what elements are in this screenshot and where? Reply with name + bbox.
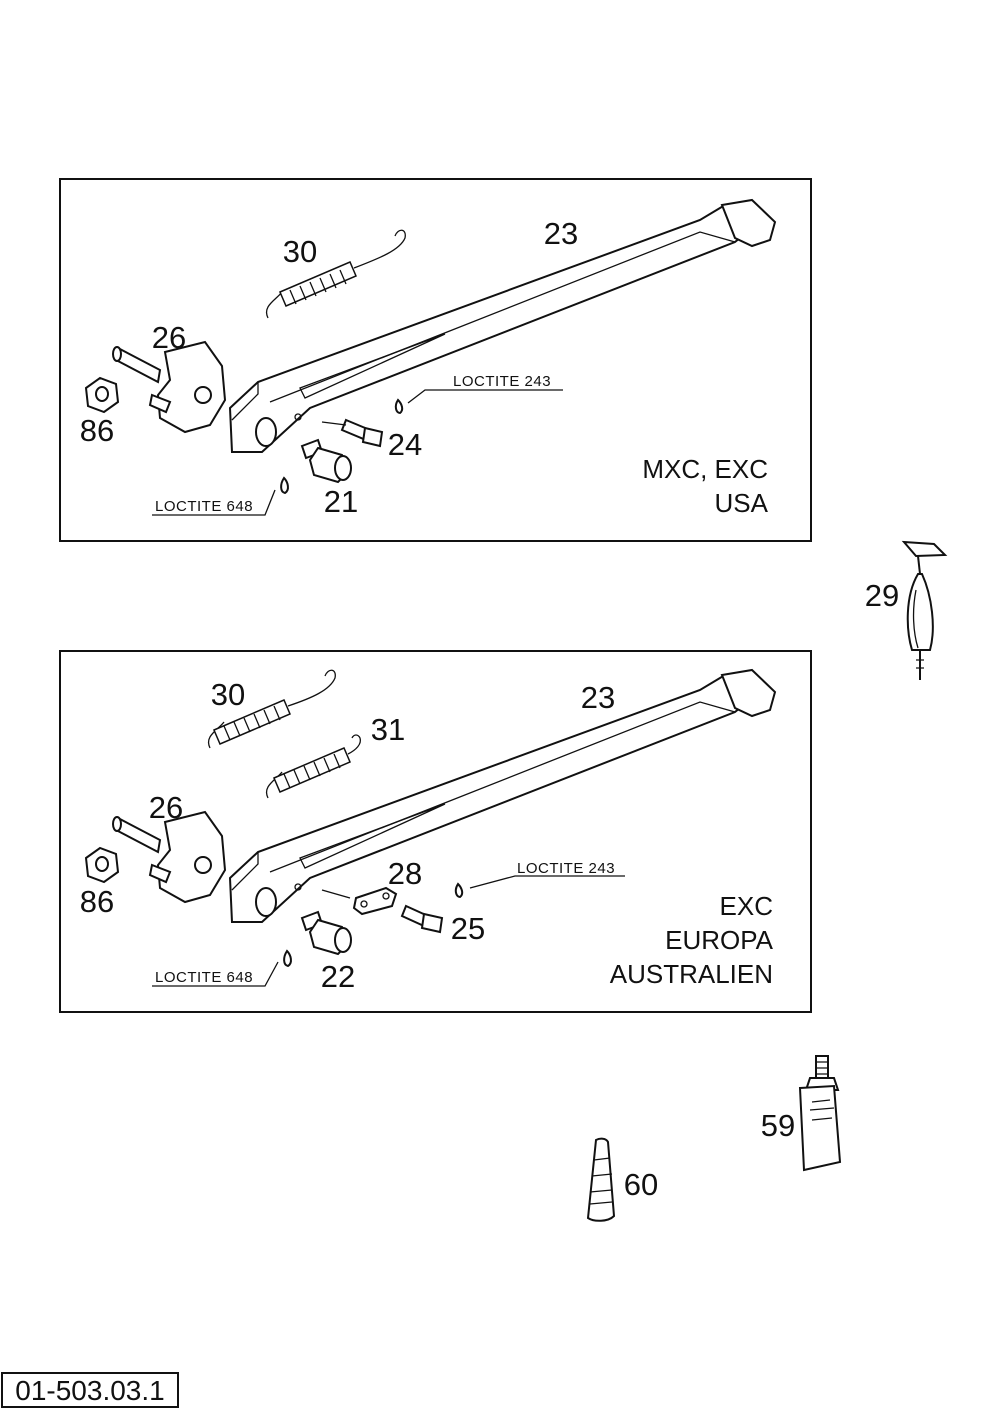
callout-screw: 25 xyxy=(451,911,485,946)
callout-nut: 86 xyxy=(80,413,114,448)
screw-drawing xyxy=(321,889,444,934)
panel-frame xyxy=(59,178,812,542)
adhesive-drop xyxy=(283,949,292,968)
callout-spring: 30 xyxy=(211,677,245,712)
callout-tool: 29 xyxy=(865,578,899,613)
callout-screw: 24 xyxy=(388,427,422,462)
callout-side-stand: 23 xyxy=(581,680,615,715)
adhesive-label-top: LOCTITE 243 xyxy=(453,373,551,390)
bottle-59: 59 xyxy=(761,1055,842,1172)
callout-plate: 28 xyxy=(388,856,422,891)
plate-drawing xyxy=(352,886,398,916)
adhesive-drop xyxy=(454,882,464,899)
tube-60: 60 xyxy=(586,1137,658,1222)
tool-29: 29 xyxy=(865,540,948,680)
callout-stop: 22 xyxy=(321,959,355,994)
stop-drawing xyxy=(300,910,352,956)
spring-drawing xyxy=(265,734,362,799)
document-id-box: 01-503.03.1 xyxy=(1,1372,179,1408)
callout-pivot-bolt: 26 xyxy=(152,320,186,355)
leader-line xyxy=(152,489,276,516)
side-stand-drawing xyxy=(228,198,777,453)
spring-drawing xyxy=(265,229,406,319)
stop-drawing xyxy=(300,438,352,484)
region-line-1: MXC, EXC xyxy=(642,454,768,484)
callout-side-stand: 23 xyxy=(544,216,578,251)
callout-spring: 30 xyxy=(283,234,317,269)
panel-europe: 30 31 23 26 86 28 25 22 LOCTITE 243 LOCT… xyxy=(59,650,812,1013)
document-id: 01-503.03.1 xyxy=(15,1375,164,1406)
side-stand-drawing xyxy=(228,668,777,923)
region-line-2: USA xyxy=(715,488,769,518)
callout-tube: 60 xyxy=(624,1167,658,1202)
adhesive-drop xyxy=(280,476,289,495)
pivot-bolt-drawing xyxy=(112,340,227,434)
adhesive-drop xyxy=(394,398,404,415)
panel-usa: 30 23 26 86 24 21 LOCTITE 243 LOCTITE 64… xyxy=(59,178,812,542)
nut-drawing xyxy=(84,376,120,414)
adhesive-label-bottom: LOCTITE 648 xyxy=(155,498,253,515)
leader-line xyxy=(469,875,625,889)
leader-line xyxy=(407,389,563,404)
leader-line xyxy=(152,961,279,987)
region-line-1: EXC xyxy=(720,891,773,921)
callout-stop: 21 xyxy=(324,484,358,519)
region-line-3: AUSTRALIEN xyxy=(610,959,773,989)
adhesive-label-top: LOCTITE 243 xyxy=(517,860,615,877)
nut-drawing xyxy=(84,846,120,884)
spring-drawing xyxy=(207,669,336,749)
callout-nut: 86 xyxy=(80,884,114,919)
region-line-2: EUROPA xyxy=(665,925,774,955)
callout-pivot-bolt: 26 xyxy=(149,790,183,825)
pivot-bolt-drawing xyxy=(112,810,227,904)
callout-spring-2: 31 xyxy=(371,712,405,747)
screw-drawing xyxy=(321,418,384,448)
callout-bottle: 59 xyxy=(761,1108,795,1143)
adhesive-label-bottom: LOCTITE 648 xyxy=(155,969,253,986)
panel-frame xyxy=(59,650,812,1013)
